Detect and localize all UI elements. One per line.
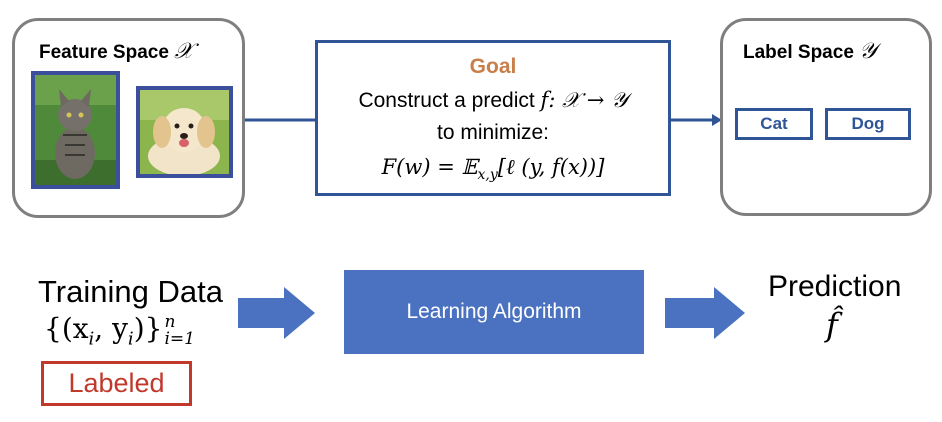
dog-photo-icon [140,90,229,174]
prediction-title: Prediction [768,270,902,303]
feature-space-title: Feature Space 𝒳 [39,39,193,64]
labeled-badge: Labeled [41,361,192,406]
set-close: )} [133,312,163,345]
training-data-title: Training Data [38,274,223,309]
cat-image [31,71,120,189]
objective-lhs: F(w) = 𝔼 [381,155,478,179]
set-upper: n [164,311,176,332]
feature-space-symbol: 𝒳 [174,39,194,64]
objective-rhs: [ℓ (y, f(x))] [497,155,605,179]
learning-algorithm-box: Learning Algorithm [344,270,644,354]
set-index-2: i [127,328,134,350]
set-mid: , y [94,312,128,345]
goal-line-construct: Construct a predict f: 𝒳 → 𝒴 [318,88,668,113]
training-to-algorithm-arrow [238,287,315,339]
goal-mapping-math: f: 𝒳 → 𝒴 [540,88,628,112]
label-space-title-text: Label Space [743,42,854,63]
goal-title: Goal [469,55,517,78]
algorithm-to-prediction-arrow [665,287,745,339]
set-lower: i=1 [164,328,195,349]
set-index-1: i [88,328,95,350]
goal-line-minimize: to minimize: [436,121,550,144]
goal-to-label-arrowhead [712,114,722,126]
goal-box: Goal Construct a predict f: 𝒳 → 𝒴 to min… [315,40,671,196]
label-chip-cat: Cat [735,108,813,140]
goal-construct-text: Construct a predict [358,89,541,112]
label-chip-dog: Dog [825,108,911,140]
feature-space-title-text: Feature Space [39,42,169,63]
objective-subscript: x,y [477,167,498,184]
goal-objective-formula: F(w) = 𝔼x,y[ℓ (y, f(x))] [318,155,668,183]
label-space-symbol: 𝒴 [859,39,877,64]
label-space-title: Label Space 𝒴 [743,39,876,64]
dog-image [136,86,233,178]
set-open: {(x [44,312,89,345]
prediction-symbol: f̂ [826,306,838,344]
cat-photo-icon [35,75,116,185]
